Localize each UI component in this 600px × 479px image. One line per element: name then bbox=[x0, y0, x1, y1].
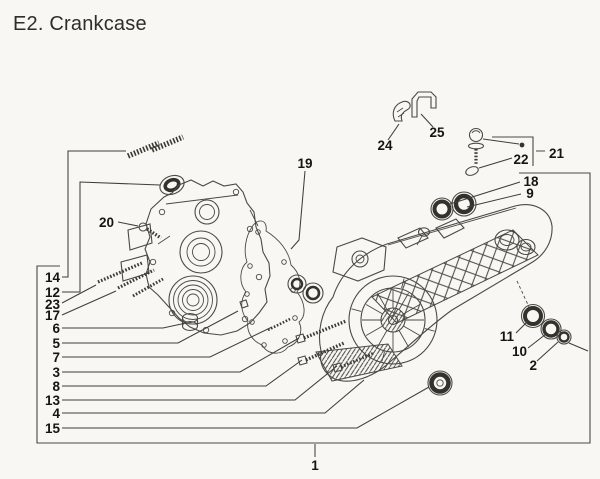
callout-23: 23 bbox=[45, 297, 61, 312]
callout-6: 6 bbox=[52, 321, 60, 336]
callout-21: 21 bbox=[549, 146, 565, 161]
callout-5: 5 bbox=[52, 336, 60, 351]
leader-lines bbox=[61, 113, 589, 429]
callout-7: 7 bbox=[52, 350, 60, 365]
page-title: E2. Crankcase bbox=[13, 13, 147, 35]
callout-17: 17 bbox=[45, 308, 60, 323]
assembly-bracket bbox=[36, 136, 591, 457]
bearings-right-end bbox=[516, 280, 572, 345]
bracket-25 bbox=[411, 91, 437, 118]
screw-21-22 bbox=[465, 127, 525, 176]
center-seals bbox=[287, 274, 324, 304]
case-bolts bbox=[239, 299, 375, 373]
callout-9: 9 bbox=[526, 186, 534, 201]
clip-24 bbox=[392, 100, 411, 122]
callout-18: 18 bbox=[523, 174, 539, 189]
right-crankcase-half bbox=[315, 204, 553, 382]
flange-studs bbox=[97, 261, 164, 298]
callout-2: 2 bbox=[529, 358, 537, 373]
left-crankcase-half bbox=[120, 179, 271, 336]
callout-22: 22 bbox=[513, 152, 528, 167]
callout-11: 11 bbox=[500, 329, 515, 344]
callout-13: 13 bbox=[45, 393, 61, 408]
callout-15: 15 bbox=[45, 421, 61, 436]
bolt-20 bbox=[138, 222, 162, 240]
bearing-bottom bbox=[427, 370, 453, 396]
callout-25: 25 bbox=[429, 125, 445, 140]
callout-10: 10 bbox=[512, 344, 527, 359]
callout-14: 14 bbox=[45, 270, 61, 285]
callout-12: 12 bbox=[45, 285, 60, 300]
callout-3: 3 bbox=[52, 365, 60, 380]
callout-8: 8 bbox=[52, 379, 60, 394]
callout-labels: 14 12 23 17 6 5 7 3 8 13 4 15 20 19 24 2… bbox=[45, 125, 565, 473]
stud-bolts bbox=[126, 134, 185, 159]
drain-plug bbox=[181, 312, 199, 332]
callout-1: 1 bbox=[311, 458, 319, 473]
callout-4: 4 bbox=[52, 406, 60, 421]
bearings-18-9 bbox=[430, 191, 477, 221]
oil-seal bbox=[159, 174, 185, 196]
callout-24: 24 bbox=[377, 138, 393, 153]
callout-20: 20 bbox=[99, 215, 114, 230]
callout-19: 19 bbox=[297, 156, 312, 171]
